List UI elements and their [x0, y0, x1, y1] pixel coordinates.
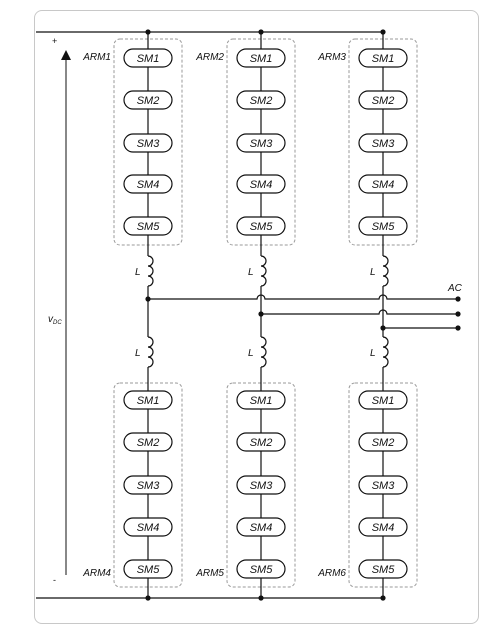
submodule-box	[236, 48, 286, 68]
ac-terminal	[455, 325, 461, 331]
upper-arm-label: ARM2	[195, 52, 224, 63]
submodule-label: SM1	[250, 395, 273, 407]
submodule-box	[358, 475, 408, 495]
submodule-label: SM5	[372, 221, 396, 233]
submodule-label: SM4	[250, 522, 273, 534]
lower-arm-label: ARM6	[317, 568, 346, 579]
positive-bus-junction	[380, 29, 386, 35]
submodule-label: SM1	[372, 395, 395, 407]
lower-inductor-label: L	[248, 348, 254, 359]
upper-inductor-label: L	[370, 267, 376, 278]
submodule-box	[358, 133, 408, 153]
submodule-label: SM5	[372, 564, 396, 576]
submodule-box	[123, 517, 173, 537]
submodule-label: SM3	[137, 138, 161, 150]
submodule-box	[236, 390, 286, 410]
submodule-label: SM1	[250, 53, 273, 65]
submodule-box	[358, 559, 408, 579]
submodule-label: SM5	[250, 221, 274, 233]
ac-terminal	[455, 311, 461, 317]
ac-output-phase-b	[261, 309, 458, 315]
dc-negative-sign: -	[53, 575, 56, 585]
submodule-box	[123, 90, 173, 110]
submodule-label: SM4	[250, 179, 273, 191]
submodule-box	[123, 174, 173, 194]
lower-arm-label: ARM4	[82, 568, 111, 579]
submodule-label: SM3	[372, 480, 396, 492]
submodule-label: SM2	[137, 437, 160, 449]
submodule-box	[236, 432, 286, 452]
submodule-label: SM3	[137, 480, 161, 492]
submodule-box	[358, 48, 408, 68]
submodule-box	[236, 90, 286, 110]
submodule-box	[123, 475, 173, 495]
submodule-box	[358, 517, 408, 537]
upper-inductor	[147, 255, 154, 287]
upper-inductor-label: L	[135, 267, 141, 278]
submodule-box	[123, 48, 173, 68]
submodule-box	[358, 90, 408, 110]
positive-bus-junction	[258, 29, 264, 35]
submodule-label: SM1	[137, 53, 160, 65]
submodule-box	[236, 559, 286, 579]
ac-output-phase-a	[148, 294, 458, 300]
lower-arm-label: ARM5	[195, 568, 224, 579]
submodule-label: SM2	[250, 437, 273, 449]
vdc-label: vDC	[48, 314, 62, 326]
ac-terminal	[455, 296, 461, 302]
submodule-label: SM4	[372, 179, 395, 191]
submodule-box	[236, 133, 286, 153]
positive-bus-junction	[145, 29, 151, 35]
negative-bus-junction	[145, 595, 151, 601]
submodule-label: SM1	[372, 53, 395, 65]
ac-label: AC	[447, 283, 463, 294]
submodule-box	[358, 216, 408, 236]
submodule-label: SM2	[250, 95, 273, 107]
submodule-box	[236, 517, 286, 537]
submodule-label: SM3	[250, 480, 274, 492]
upper-inductor	[382, 255, 389, 287]
lower-inductor-label: L	[135, 348, 141, 359]
negative-bus-junction	[258, 595, 264, 601]
submodule-label: SM4	[137, 179, 160, 191]
submodule-box	[358, 432, 408, 452]
upper-inductor	[260, 255, 267, 287]
negative-bus-junction	[380, 595, 386, 601]
submodule-label: SM3	[372, 138, 396, 150]
submodule-box	[236, 475, 286, 495]
lower-inductor	[382, 336, 389, 368]
submodule-label: SM2	[372, 95, 395, 107]
submodule-box	[123, 559, 173, 579]
submodule-box	[358, 174, 408, 194]
submodule-label: SM2	[372, 437, 395, 449]
submodule-label: SM1	[137, 395, 160, 407]
lower-inductor	[260, 336, 267, 368]
submodule-box	[358, 390, 408, 410]
lower-inductor	[147, 336, 154, 368]
upper-arm-label: ARM3	[317, 52, 346, 63]
upper-inductor-label: L	[248, 267, 254, 278]
submodule-box	[236, 216, 286, 236]
lower-inductor-label: L	[370, 348, 376, 359]
submodule-box	[236, 174, 286, 194]
submodule-label: SM4	[137, 522, 160, 534]
submodule-box	[123, 133, 173, 153]
vdc-arrowhead	[61, 50, 71, 60]
submodule-box	[123, 390, 173, 410]
submodule-label: SM5	[137, 221, 161, 233]
submodule-box	[123, 432, 173, 452]
submodule-label: SM5	[250, 564, 274, 576]
submodule-label: SM2	[137, 95, 160, 107]
dc-positive-sign: +	[52, 36, 57, 46]
upper-arm-label: ARM1	[82, 52, 111, 63]
submodule-box	[123, 216, 173, 236]
submodule-label: SM3	[250, 138, 274, 150]
submodule-label: SM4	[372, 522, 395, 534]
submodule-label: SM5	[137, 564, 161, 576]
